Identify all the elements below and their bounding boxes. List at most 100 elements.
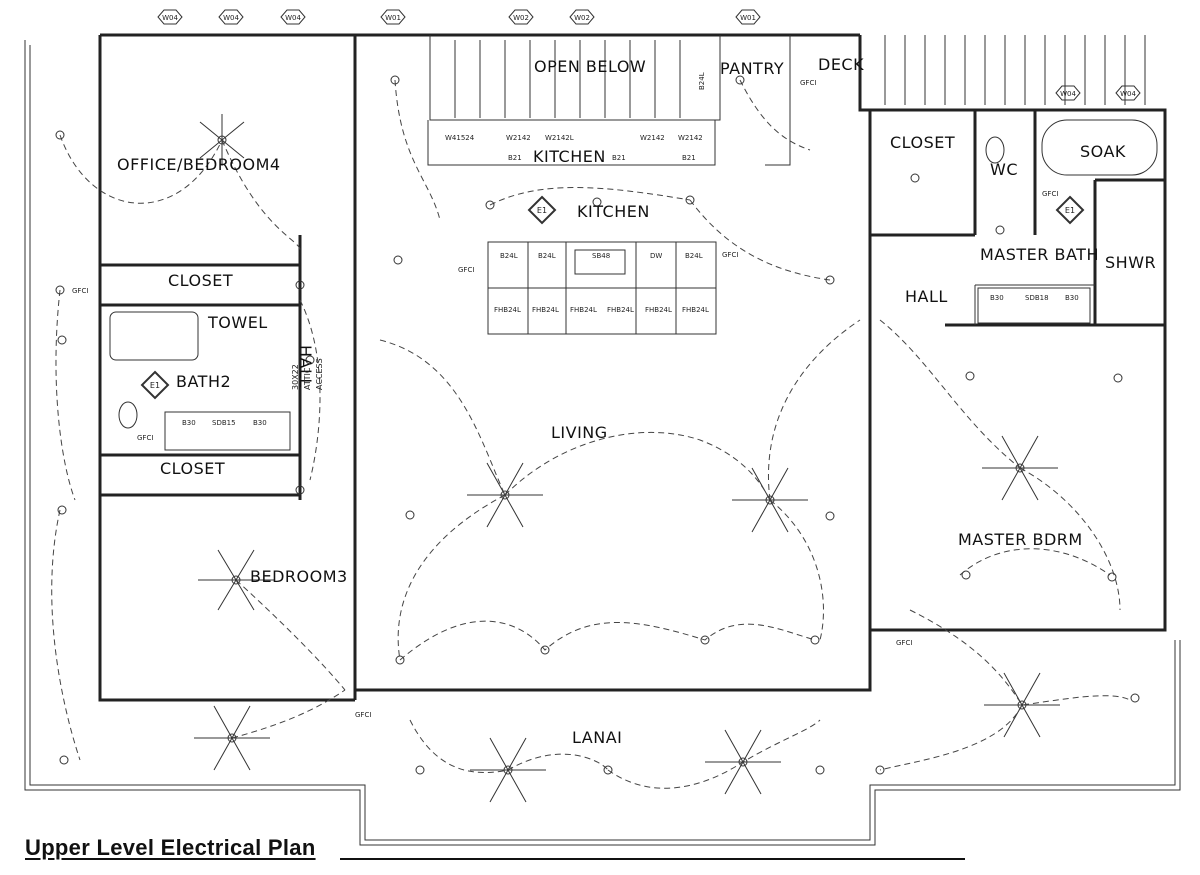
plan-title-block: Upper Level Electrical Plan: [25, 835, 965, 867]
svg-text:FHB24L: FHB24L: [494, 306, 521, 314]
svg-text:B30: B30: [253, 419, 267, 427]
svg-text:GFCI: GFCI: [722, 251, 738, 259]
title-underline-rule: [340, 858, 965, 860]
room-label-closet-master: CLOSET: [890, 133, 955, 152]
svg-text:W2142L: W2142L: [545, 134, 574, 142]
window-tag: W04: [218, 9, 244, 25]
e1-diamond-icon: E1: [527, 195, 557, 225]
wiring-runs: [51, 79, 1131, 789]
window-tag: W04: [1115, 85, 1141, 101]
ceiling-fan-icon: [984, 672, 1060, 738]
svg-text:E1: E1: [1065, 206, 1075, 215]
svg-text:GFCI: GFCI: [72, 287, 88, 295]
toilet-bath2: [118, 401, 138, 429]
deck-railing: [884, 35, 1146, 105]
plan-title: Upper Level Electrical Plan: [25, 835, 316, 860]
ceiling-fan-icon: [470, 737, 546, 803]
svg-text:FHB24L: FHB24L: [682, 306, 709, 314]
svg-text:B24L: B24L: [698, 72, 706, 90]
room-label-hall: HALL: [296, 345, 315, 388]
svg-text:B24L: B24L: [538, 252, 556, 260]
ceiling-fan-icon: [194, 705, 270, 771]
ceiling-fan-icon: [982, 435, 1058, 501]
kitchen-island: [487, 241, 717, 335]
svg-text:DW: DW: [650, 252, 662, 260]
window-tag: W02: [569, 9, 595, 25]
ceiling-fan-icon: [198, 549, 274, 611]
room-label-master-bdrm: MASTER BDRM: [958, 530, 1083, 549]
svg-text:W01: W01: [385, 14, 401, 22]
room-label-living: LIVING: [551, 423, 608, 442]
svg-text:W02: W02: [574, 14, 590, 22]
svg-text:W2142: W2142: [640, 134, 665, 142]
svg-text:B24L: B24L: [685, 252, 703, 260]
receptacles: [55, 75, 1140, 775]
svg-text:E1: E1: [537, 206, 547, 215]
room-label-master-bath: MASTER BATH: [980, 245, 1099, 264]
svg-text:W41524: W41524: [445, 134, 475, 142]
e1-symbols: E1 E1 E1: [140, 195, 1085, 400]
svg-text:SB48: SB48: [592, 252, 610, 260]
svg-text:FHB24L: FHB24L: [607, 306, 634, 314]
svg-text:SDB15: SDB15: [212, 419, 236, 427]
svg-text:FHB24L: FHB24L: [645, 306, 672, 314]
attic-access-note-1: 30X22: [291, 364, 300, 390]
window-tag: W01: [380, 9, 406, 25]
svg-text:FHB24L: FHB24L: [570, 306, 597, 314]
room-label-pantry: PANTRY: [720, 59, 784, 78]
room-label-deck: DECK: [818, 55, 864, 74]
svg-text:W2142: W2142: [506, 134, 531, 142]
svg-text:E1: E1: [150, 381, 160, 390]
ceiling-fan-icon: [467, 462, 543, 528]
room-label-soak: SOAK: [1080, 142, 1126, 161]
svg-text:GFCI: GFCI: [800, 79, 816, 87]
room-label-towel: TOWEL: [207, 313, 268, 332]
ceiling-fans: [194, 114, 1060, 803]
svg-text:B21: B21: [612, 154, 626, 162]
e1-diamond-icon: E1: [140, 370, 170, 400]
svg-text:W04: W04: [1060, 90, 1076, 98]
soaking-tub: [1041, 119, 1158, 176]
room-label-bedroom3: BEDROOM3: [250, 567, 348, 586]
ceiling-fan-icon: [705, 729, 781, 795]
svg-text:GFCI: GFCI: [458, 266, 474, 274]
room-label-wc: WC: [990, 160, 1018, 179]
svg-text:B30: B30: [990, 294, 1004, 302]
stairs-open-below: [454, 40, 681, 118]
room-label-lanai: LANAI: [572, 728, 622, 747]
bath-fixtures: [109, 119, 1158, 451]
gfci-notes: GFCI GFCI GFCI GFCI GFCI GFCI GFCI GFCI: [72, 79, 1058, 719]
svg-text:FHB24L: FHB24L: [532, 306, 559, 314]
ceiling-fan-icon: [199, 114, 245, 166]
window-tag: W01: [735, 9, 761, 25]
room-label-office: OFFICE/BEDROOM4: [117, 155, 281, 174]
room-label-closet-mid: CLOSET: [160, 459, 225, 478]
attic-access-note-3: ACCESS: [315, 358, 324, 390]
svg-text:W04: W04: [1120, 90, 1136, 98]
svg-text:B30: B30: [1065, 294, 1079, 302]
room-label-open-below: OPEN BELOW: [534, 57, 646, 76]
window-tag: W02: [508, 9, 534, 25]
room-label-shwr: SHWR: [1105, 253, 1156, 272]
window-tag: W04: [157, 9, 183, 25]
room-label-kitchen-counter: KITCHEN: [533, 147, 606, 166]
svg-text:W04: W04: [162, 14, 178, 22]
toilet-master: [985, 136, 1005, 164]
svg-text:B21: B21: [508, 154, 522, 162]
svg-text:GFCI: GFCI: [896, 639, 912, 647]
svg-text:B30: B30: [182, 419, 196, 427]
svg-text:B24L: B24L: [500, 252, 518, 260]
svg-text:W04: W04: [285, 14, 301, 22]
svg-text:GFCI: GFCI: [1042, 190, 1058, 198]
svg-text:GFCI: GFCI: [137, 434, 153, 442]
svg-text:SDB18: SDB18: [1025, 294, 1049, 302]
svg-text:B21: B21: [682, 154, 696, 162]
room-label-kitchen: KITCHEN: [577, 202, 650, 221]
room-label-bath2: BATH2: [176, 372, 231, 391]
room-label-hall-master: HALL: [905, 287, 948, 306]
window-tag: W04: [280, 9, 306, 25]
attic-access-note-2: ATTIC: [303, 367, 312, 390]
window-tags: W04 W04 W04 W01 W02 W02 W01 W04: [157, 9, 1141, 101]
walls: [98, 33, 1167, 702]
